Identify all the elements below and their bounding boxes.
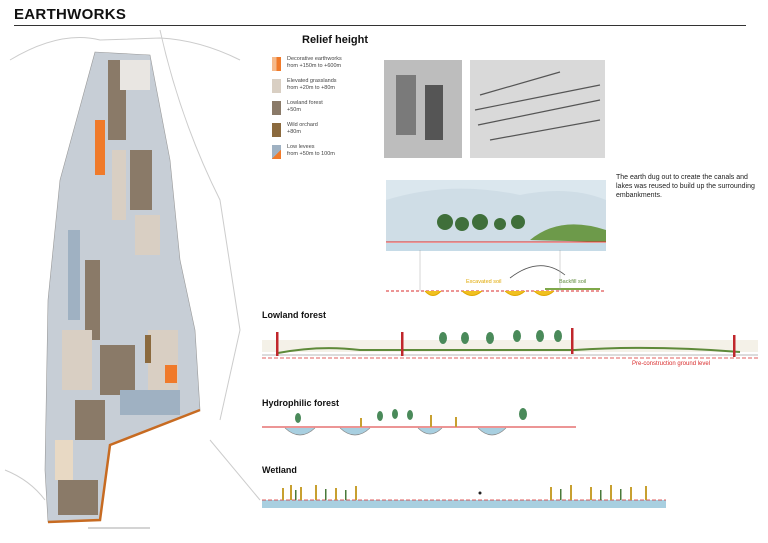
legend-swatch <box>272 101 281 115</box>
legend-label: Wild orchard <box>287 122 318 128</box>
legend-range: +80m <box>287 129 301 135</box>
legend-swatch <box>272 145 281 159</box>
ground-level-label: Pre-construction ground level <box>632 361 711 367</box>
legend-range: from +50m to 100m <box>287 151 335 157</box>
soil-transfer-arrow <box>509 265 566 279</box>
legend-item: Wild orchard+80m <box>272 122 382 137</box>
legend-item: Lowland forest+50m <box>272 100 382 115</box>
levee-border <box>47 408 201 524</box>
aerial-photo <box>384 60 462 158</box>
section-title-wetland: Wetland <box>262 465 297 475</box>
legend-label: Low levees <box>287 144 315 150</box>
section-title-hydrophilic: Hydrophilic forest <box>262 398 340 408</box>
sketch-drawing <box>470 60 605 158</box>
wetland-section <box>262 485 666 508</box>
legend-range: +50m <box>287 107 301 113</box>
section-title-lowland: Lowland forest <box>262 310 327 320</box>
earthwork-caption: The earth dug out to create the canals a… <box>616 174 755 199</box>
legend-range: from +20m to +80m <box>287 85 335 91</box>
page-title: EARTHWORKS <box>14 6 127 23</box>
legend-label: Decorative earthworks <box>287 56 342 62</box>
hydrophilic-forest-section <box>262 408 576 436</box>
excavated-soil-label: Excavated soil <box>466 279 502 285</box>
legend-swatch <box>272 57 281 71</box>
legend-label: Elevated grasslands <box>287 78 337 84</box>
earthwork-patch <box>95 120 105 175</box>
legend-swatch <box>272 79 281 93</box>
backfill-soil-label: Backfill soil <box>559 279 587 285</box>
legend-title: Relief height <box>302 34 369 46</box>
title-divider <box>14 25 746 26</box>
lowland-forest-section <box>262 328 758 359</box>
legend-label: Lowland forest <box>287 100 323 106</box>
legend-range: from +150m to +600m <box>287 63 342 69</box>
legend-swatch <box>272 123 281 137</box>
